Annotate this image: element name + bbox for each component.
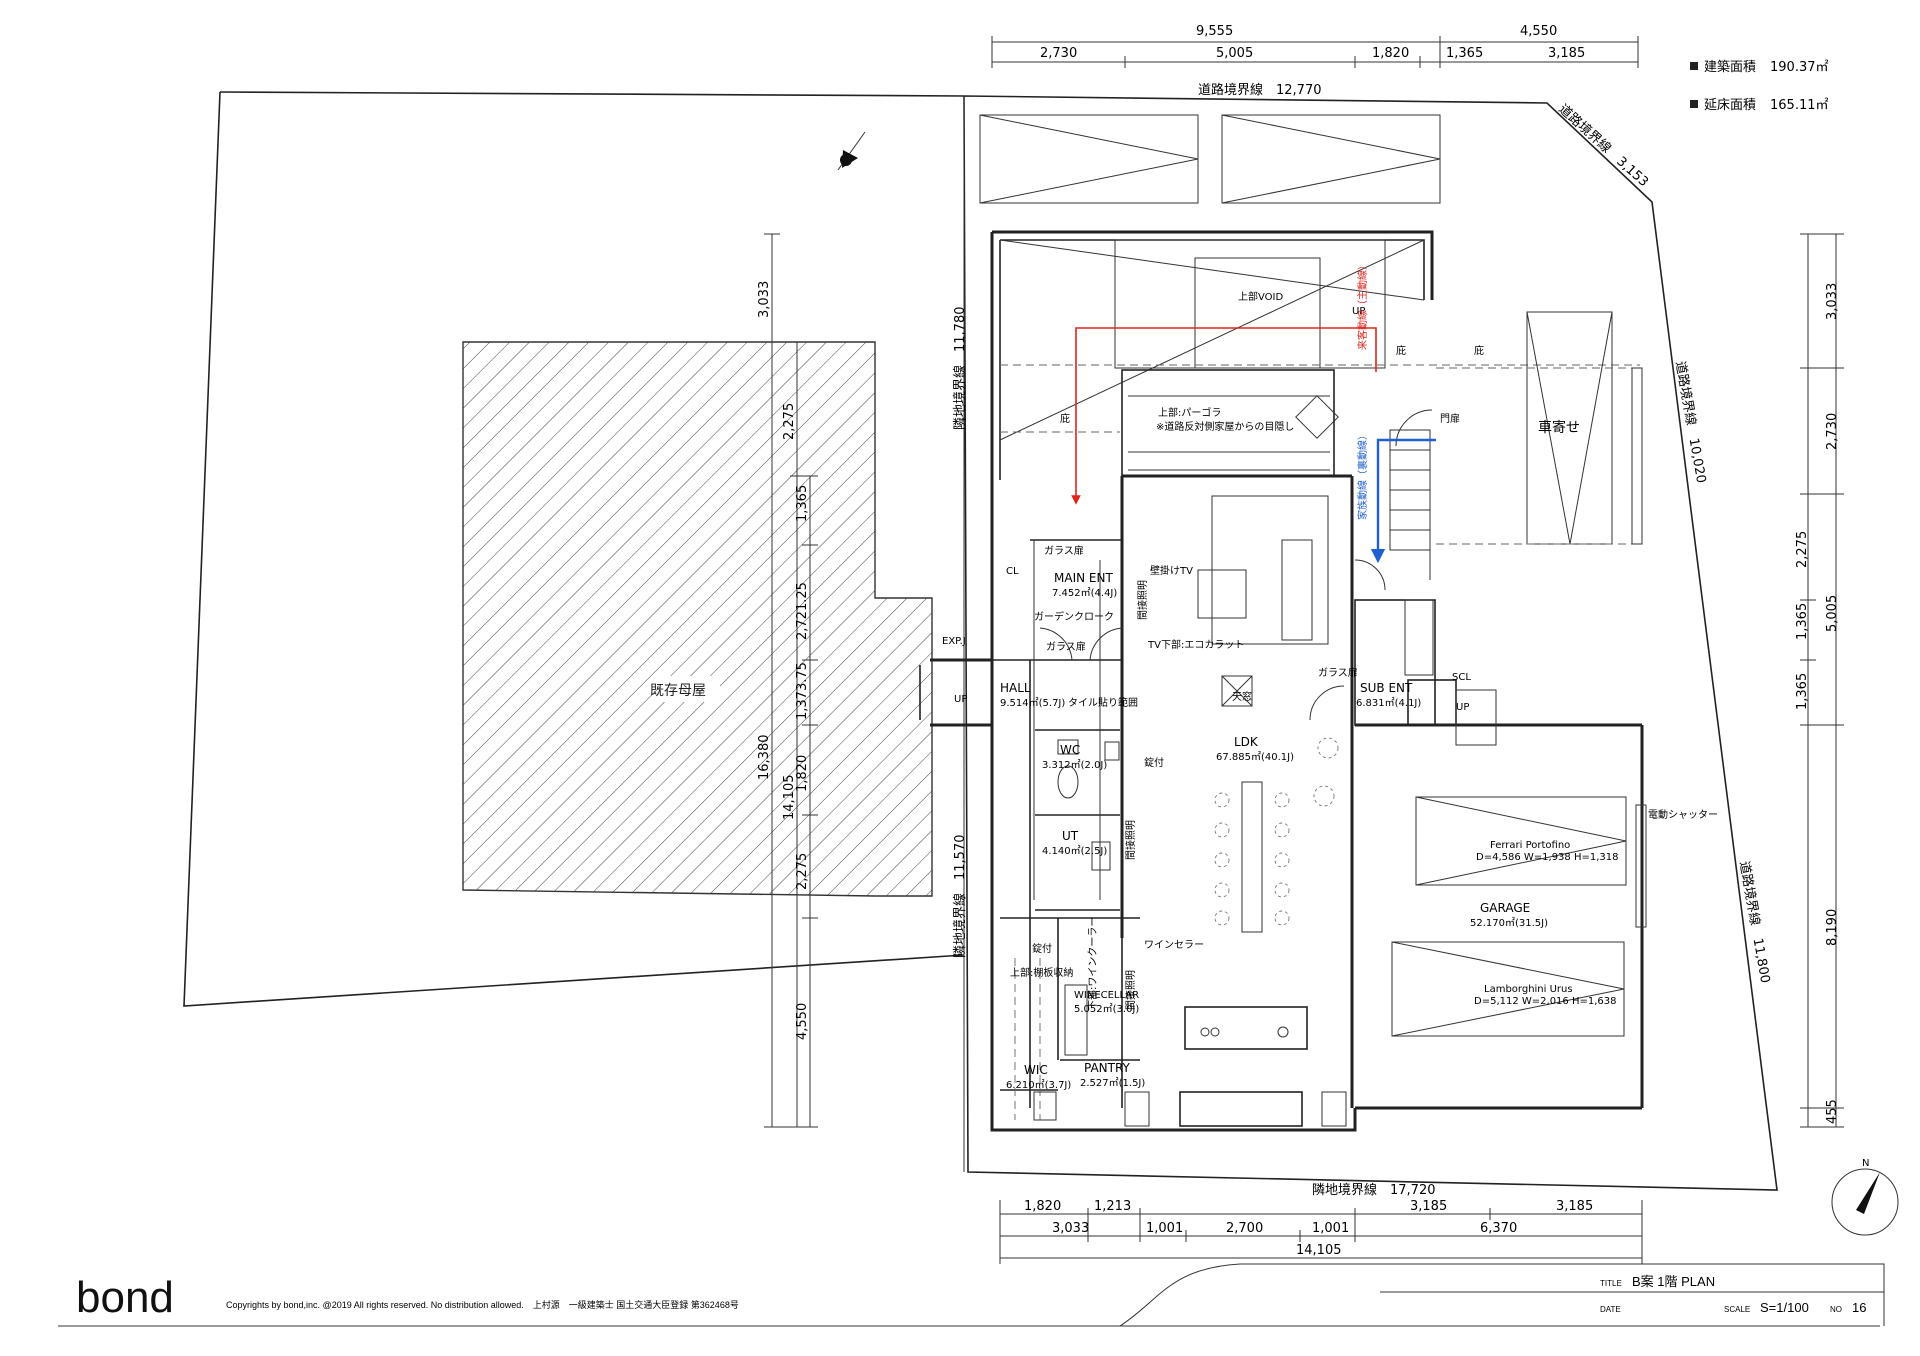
site-boundary bbox=[183, 91, 1778, 1191]
guest-route-line bbox=[1071, 327, 1377, 505]
existing-house-label: 既存母屋 bbox=[650, 683, 706, 699]
existing-house bbox=[462, 341, 933, 897]
carport-area bbox=[1436, 311, 1643, 545]
north-arrow-mark-icon bbox=[837, 131, 866, 171]
compass-icon bbox=[1831, 1168, 1899, 1236]
top-parking-spaces bbox=[979, 114, 1441, 204]
family-route-line bbox=[1370, 438, 1436, 564]
building-walls bbox=[919, 230, 1644, 1132]
dimension-lines bbox=[764, 36, 1844, 1264]
garage-cars bbox=[1391, 796, 1647, 1037]
title-block bbox=[58, 1263, 1885, 1327]
